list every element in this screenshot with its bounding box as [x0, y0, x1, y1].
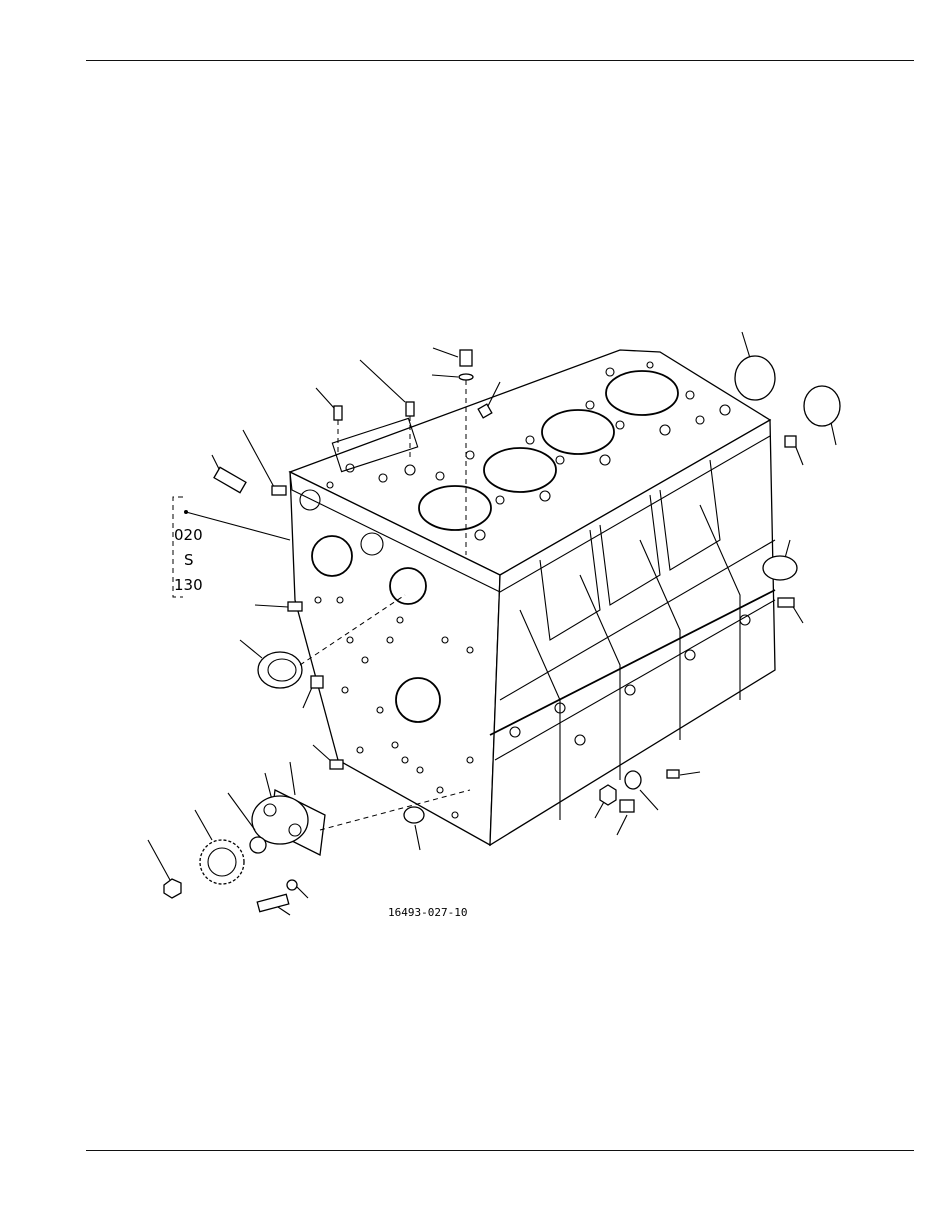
- plug-screw: [477, 403, 493, 419]
- part-range-label: 020 S 130: [172, 496, 291, 598]
- range-leader-line: [185, 511, 291, 541]
- range-label-start: 020: [174, 526, 203, 544]
- assembly-line: [299, 594, 406, 666]
- plug: [624, 770, 642, 790]
- range-label-separator: S: [184, 551, 194, 569]
- leader-line: [432, 347, 459, 358]
- pan-rail: [489, 589, 776, 736]
- dowel-sleeve: [459, 349, 473, 367]
- front-bore-small-1: [360, 532, 384, 556]
- right-side-parts: [734, 331, 841, 624]
- blanking-cap: [803, 385, 841, 427]
- assembly-line: [319, 789, 471, 831]
- oil-seal-inner: [267, 658, 297, 682]
- leader-line: [639, 789, 659, 811]
- leader-line: [431, 374, 459, 378]
- tappet-recess: [331, 417, 419, 473]
- leader-line: [242, 429, 275, 488]
- block-side-face: [489, 418, 776, 847]
- oil-pump-assembly: [147, 761, 471, 916]
- leader-line: [315, 387, 335, 409]
- leader-line: [312, 744, 333, 763]
- blanking-cap: [734, 355, 776, 401]
- top-dowels: [315, 347, 501, 555]
- range-label-end: 130: [174, 576, 203, 594]
- deck-holes: [326, 361, 731, 541]
- leader-line: [239, 639, 263, 659]
- plug: [403, 806, 425, 824]
- pump-bolt-hole: [263, 803, 277, 817]
- pump-bolt-hole: [288, 823, 302, 837]
- plug-screw: [784, 435, 797, 448]
- relief-valve: [213, 466, 247, 494]
- plug: [310, 675, 324, 689]
- front-bore-large-1: [311, 535, 353, 577]
- leader-line: [414, 824, 421, 851]
- screw: [666, 769, 680, 779]
- front-bore-large-2: [389, 567, 427, 605]
- drain-plug: [619, 799, 635, 813]
- oil-pump-gear-hub: [207, 847, 237, 877]
- leader-line: [264, 772, 273, 801]
- front-bore-large-3: [395, 677, 441, 723]
- pump-bolt: [256, 893, 290, 913]
- leader-line: [289, 761, 296, 796]
- leader-line: [302, 684, 314, 709]
- bottom-parts: [403, 769, 701, 851]
- dowel-pin: [777, 597, 795, 608]
- left-side-parts: [211, 429, 406, 770]
- leader-line: [616, 814, 628, 836]
- block-front-face: [289, 470, 501, 847]
- dowel-pin: [271, 485, 287, 496]
- dowel-pin: [287, 601, 303, 612]
- cylinder-bore-3: [541, 409, 615, 455]
- dowel-pin: [405, 401, 415, 417]
- gear-nut: [163, 878, 182, 899]
- figure-number: 16493-027-10: [388, 906, 467, 919]
- leader-line: [194, 809, 213, 841]
- leader-line: [359, 359, 406, 403]
- oil-pump-body: [251, 795, 309, 845]
- crankcase-ribs: [494, 459, 776, 820]
- o-ring: [458, 373, 474, 381]
- leader-line: [227, 792, 256, 831]
- leader-line: [487, 381, 501, 407]
- cylinder-bore-1: [418, 485, 492, 531]
- nut: [599, 784, 617, 806]
- leader-line: [594, 799, 606, 819]
- front-face-bolt-holes: [314, 596, 474, 819]
- footer-rule: [86, 1150, 914, 1151]
- pump-shaft-key: [249, 836, 267, 854]
- cylinder-bore-4: [605, 370, 679, 416]
- front-bore-small-2: [299, 489, 321, 511]
- leader-line: [794, 444, 804, 466]
- washer: [286, 879, 298, 891]
- leader-line: [791, 604, 804, 624]
- leader-line: [254, 604, 289, 608]
- leader-line: [679, 771, 701, 776]
- range-bracket: [172, 496, 183, 598]
- dowel-pin: [329, 759, 344, 770]
- leader-line: [784, 539, 791, 559]
- cylinder-bore-2: [483, 447, 557, 493]
- dowel-pin: [333, 405, 343, 421]
- oil-seal: [762, 555, 798, 581]
- pan-rail-holes: [509, 614, 751, 746]
- oil-seal: [257, 651, 303, 689]
- leader-line: [147, 839, 171, 881]
- header-rule: [86, 60, 914, 61]
- oil-pump-gear: [199, 839, 245, 885]
- leader-line: [741, 331, 751, 359]
- cylinder-block: [288, 349, 776, 847]
- deck-edge: [289, 435, 771, 593]
